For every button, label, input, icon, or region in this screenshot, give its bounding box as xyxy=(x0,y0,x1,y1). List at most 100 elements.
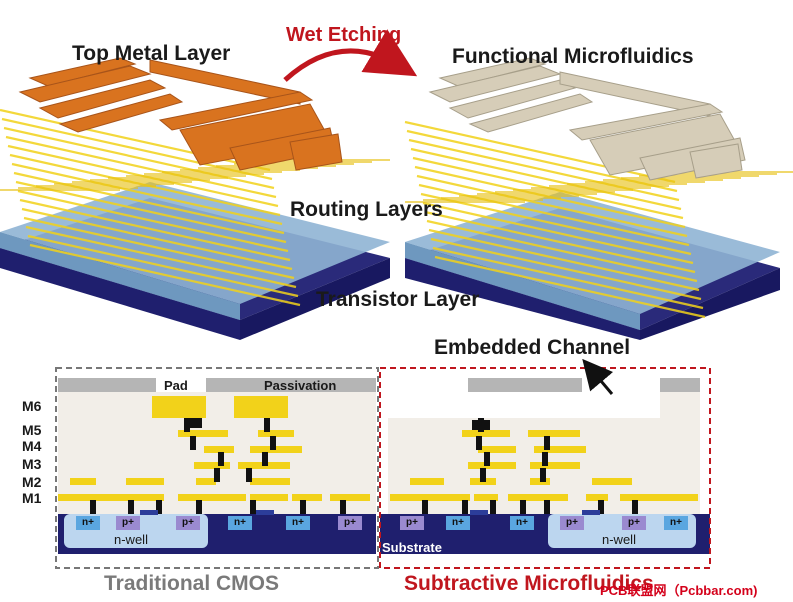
via xyxy=(214,468,220,482)
embedded-channel-label: Embedded Channel xyxy=(434,336,631,359)
left-substrate-side xyxy=(0,248,240,340)
gate xyxy=(140,510,158,515)
gate xyxy=(256,510,274,515)
routing-wire xyxy=(424,210,696,274)
nwell-right-label: n-well xyxy=(602,532,636,547)
doping-region: p+ xyxy=(116,516,140,530)
doping-region: p+ xyxy=(560,516,584,530)
metal-trace xyxy=(530,462,580,469)
routing-layers-label: Routing Layers xyxy=(290,198,443,221)
metal-trace xyxy=(528,430,580,437)
doping-region: n+ xyxy=(286,516,310,530)
right-oxide-edge xyxy=(660,392,700,418)
routing-wire xyxy=(422,201,694,265)
metal-trace xyxy=(196,478,216,485)
routing-wire xyxy=(23,216,295,280)
metal-trace xyxy=(250,494,288,501)
subtractive-section xyxy=(380,378,710,554)
m3-label: M3 xyxy=(22,456,42,472)
routing-wire xyxy=(428,228,700,292)
subtractive-frame xyxy=(379,367,711,569)
via xyxy=(262,452,268,466)
m4-label: M4 xyxy=(22,438,42,454)
via xyxy=(270,436,276,450)
doping-region: n+ xyxy=(446,516,470,530)
left-pad xyxy=(152,396,206,418)
metal-trace xyxy=(508,494,568,501)
via xyxy=(156,500,162,514)
routing-wire xyxy=(406,129,678,193)
routing-wire xyxy=(17,189,289,253)
routing-wire xyxy=(432,246,704,310)
routing-wire xyxy=(426,219,698,283)
via xyxy=(544,500,550,514)
left-chip-stack xyxy=(0,57,390,340)
routing-wire xyxy=(414,165,686,229)
gate xyxy=(582,510,600,515)
metal-trace xyxy=(462,430,510,437)
metal-trace xyxy=(474,494,498,501)
via xyxy=(544,436,550,450)
left-transistor-side xyxy=(0,232,240,320)
doping-region: p+ xyxy=(338,516,362,530)
via xyxy=(128,500,134,514)
right-oxide-upper xyxy=(388,392,660,418)
left-transistor-layer xyxy=(0,182,390,304)
right-metal-stack xyxy=(390,418,698,515)
routing-wire xyxy=(418,183,690,247)
metal-trace xyxy=(468,462,516,469)
functional-microfluidics-label: Functional Microfluidics xyxy=(452,45,694,68)
routing-wire xyxy=(21,207,293,271)
traditional-cmos-label: Traditional CMOS xyxy=(104,572,280,595)
pad-label: Pad xyxy=(164,378,188,393)
metal-trace xyxy=(112,494,164,501)
metal-trace xyxy=(58,494,112,501)
right-routing-layers xyxy=(404,120,793,319)
via xyxy=(484,452,490,466)
right-transistor-layer xyxy=(405,192,780,314)
metal-trace xyxy=(258,430,294,437)
m1-label: M1 xyxy=(22,490,42,506)
routing-wire xyxy=(1,117,273,181)
passivation-label: Passivation xyxy=(264,378,337,393)
routing-wire xyxy=(430,237,702,301)
metal-trace xyxy=(586,494,608,501)
right-nwell xyxy=(548,514,696,548)
left-top-metal xyxy=(18,57,343,171)
metal-trace xyxy=(204,446,234,453)
metal-trace xyxy=(330,494,370,501)
routing-wire xyxy=(408,138,680,202)
metal-trace xyxy=(592,478,632,485)
substrate-label: Substrate xyxy=(382,540,442,555)
right-substrate-side xyxy=(405,258,640,340)
via xyxy=(542,452,548,466)
via xyxy=(340,500,346,514)
embedded-channel-arrow xyxy=(582,358,614,395)
routing-wire xyxy=(11,162,283,226)
metal-trace xyxy=(126,478,164,485)
routing-wire xyxy=(5,135,277,199)
gate xyxy=(470,510,488,515)
metal-trace xyxy=(448,494,470,501)
metal-trace xyxy=(478,446,516,453)
right-passivation-a xyxy=(468,378,582,392)
doping-region: n+ xyxy=(664,516,688,530)
doping-region: n+ xyxy=(228,516,252,530)
left-passivation-a xyxy=(58,378,156,392)
via xyxy=(490,500,496,514)
right-passivation-b xyxy=(660,378,700,392)
right-chip-stack xyxy=(404,57,793,340)
metal-trace xyxy=(534,446,586,453)
metal-trace xyxy=(178,430,228,437)
via xyxy=(476,436,482,450)
via xyxy=(520,500,526,514)
doping-region: p+ xyxy=(176,516,200,530)
metal-trace xyxy=(620,494,698,501)
routing-wire xyxy=(420,192,692,256)
metal-trace xyxy=(410,478,444,485)
m5-label: M5 xyxy=(22,422,42,438)
nwell-left-label: n-well xyxy=(114,532,148,547)
metal-trace xyxy=(292,494,322,501)
via xyxy=(462,500,468,514)
